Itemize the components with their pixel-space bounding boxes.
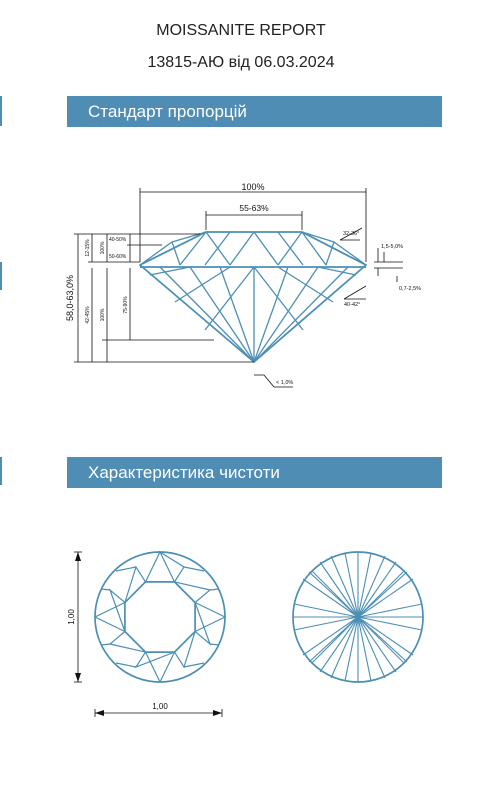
crown-angle-label: 32-36° <box>343 231 359 237</box>
dimension-lines <box>74 188 403 388</box>
plot-arrowheads <box>75 552 222 716</box>
left-edge-marker <box>0 96 2 126</box>
crown-100-label: 100% <box>100 241 106 254</box>
pavilion-depth-label: 42-45% <box>85 306 91 324</box>
diamond-profile <box>139 231 367 363</box>
height-dimension-label: 1,00 <box>67 609 76 625</box>
pavilion-100-label: 100% <box>100 308 106 321</box>
star-length-label: 40-50% <box>109 237 127 243</box>
crown-height-label: 12-15% <box>85 239 91 257</box>
table-width-label: 55-63% <box>239 203 269 213</box>
left-edge-marker <box>0 262 2 290</box>
diamond-facets <box>139 231 367 363</box>
total-depth-label: 58,0-63,0% <box>65 275 75 321</box>
report-title: MOISSANITE REPORT <box>156 22 326 39</box>
lower-girdle-label: 75-90% <box>123 296 129 314</box>
crown-view-plot <box>94 551 226 683</box>
crown-view-facets <box>94 550 226 683</box>
total-width-label: 100% <box>241 182 264 192</box>
left-edge-marker <box>0 457 2 485</box>
width-dimension-label: 1,00 <box>152 702 168 711</box>
girdle-thin-label: 0,7-2,5% <box>399 286 421 292</box>
pavilion-angle-label: 40-42° <box>344 302 360 308</box>
lower-half-label: 50-60% <box>109 254 127 260</box>
culet-label: < 1,0% <box>276 380 293 386</box>
pavilion-view-facets <box>293 552 423 682</box>
report-number: 13815-АЮ від 06.03.2024 <box>147 54 335 71</box>
section-header-proportions: Стандарт пропорцій <box>67 96 442 127</box>
dimension-labels: 100% 55-63% 32-36° 1,5-5,0% 0,7-2,5% 40-… <box>65 182 421 386</box>
section-header-clarity: Характеристика чистоти <box>67 457 442 488</box>
plot-dimensions <box>74 551 223 717</box>
girdle-label: 1,5-5,0% <box>381 244 403 250</box>
